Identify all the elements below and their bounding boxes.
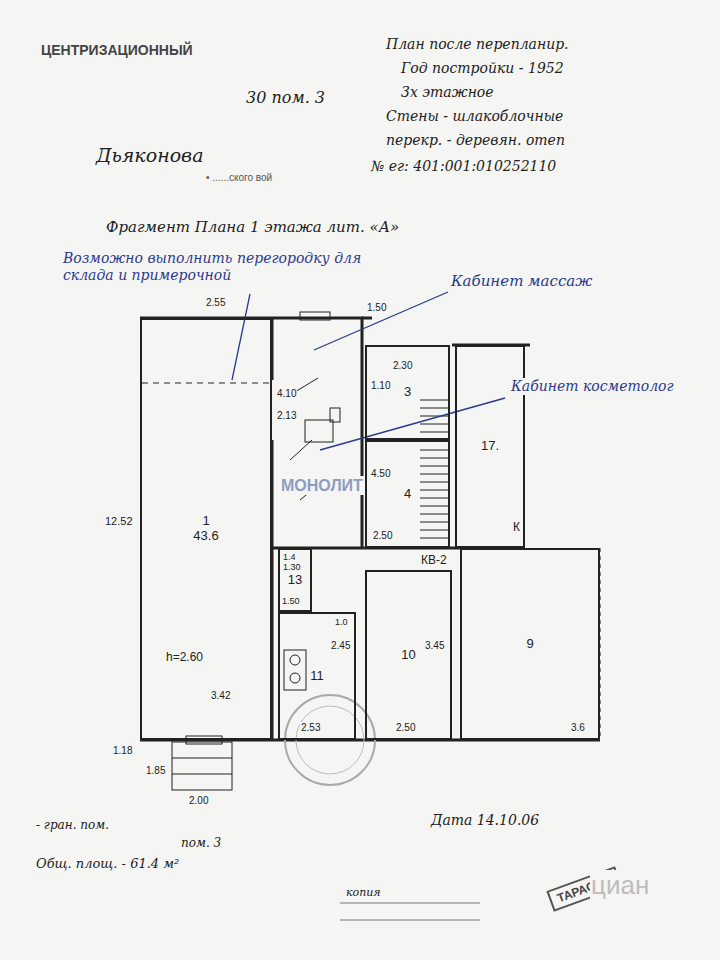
header-text: ЦЕНТРИЗАЦИОННЫЙ bbox=[40, 42, 194, 59]
dimension: 3.45 bbox=[424, 640, 445, 652]
watermark: МОНОЛИТ bbox=[280, 476, 364, 495]
note: 3х этажное bbox=[400, 84, 495, 101]
stamp bbox=[285, 695, 375, 785]
room-number: 3 bbox=[403, 385, 412, 400]
planned-partition bbox=[142, 383, 270, 384]
dimension: 2.50 bbox=[372, 530, 393, 542]
dimension: h=2.60 bbox=[165, 650, 204, 664]
leader-line bbox=[314, 292, 448, 350]
room-number: 4 bbox=[403, 487, 412, 502]
dimension: 3.42 bbox=[210, 690, 231, 702]
room: 9 bbox=[460, 548, 600, 740]
street-name: Дьяконова bbox=[95, 144, 205, 167]
annotation: Дата 14.10.06 bbox=[430, 812, 540, 829]
watermark: циан bbox=[590, 870, 650, 901]
dimension: 1.18 bbox=[112, 745, 133, 757]
dimension: 1.30 bbox=[282, 562, 302, 573]
room: 17. bbox=[455, 345, 525, 548]
dimension: К bbox=[512, 520, 521, 534]
room-number: 1 bbox=[201, 514, 210, 529]
dimension: 2.45 bbox=[330, 640, 351, 652]
dimension: 1.10 bbox=[370, 380, 391, 392]
stamp bbox=[296, 706, 364, 774]
cadastral-number: № ег: 401:001:010252110 bbox=[370, 158, 557, 175]
note: Стены - шлакоблочные bbox=[385, 108, 564, 125]
room-number: 17. bbox=[480, 439, 500, 454]
handwritten-note: Кабинет массаж bbox=[450, 272, 593, 290]
leader-lines bbox=[232, 292, 505, 450]
plan-title: Фрагмент Плана 1 этажа лит. «А» bbox=[105, 218, 400, 236]
outer-wall bbox=[140, 318, 362, 548]
dimension: КВ-2 bbox=[420, 553, 448, 567]
room-number: 11 bbox=[309, 669, 325, 684]
room-area: 43.6 bbox=[192, 529, 219, 544]
leader-line bbox=[232, 294, 250, 380]
dimension: 2.13 bbox=[276, 410, 297, 422]
room-number: 10 bbox=[400, 648, 416, 663]
note: План после перепланир. bbox=[385, 36, 570, 53]
dimension: 2.00 bbox=[188, 795, 209, 807]
burner bbox=[290, 673, 300, 683]
dimension: 2.30 bbox=[392, 360, 413, 372]
dimension: 1.85 bbox=[145, 765, 166, 777]
leader-line bbox=[320, 398, 505, 450]
room-number: 9 bbox=[525, 637, 534, 652]
dimension: 4.10 bbox=[276, 388, 297, 400]
window bbox=[300, 312, 330, 320]
handwritten-note: Возможно выполнить перегородку для склад… bbox=[62, 250, 364, 284]
annotation: Общ. площ. - 61.4 м² bbox=[35, 856, 180, 872]
stove bbox=[284, 650, 306, 690]
step-lines bbox=[172, 758, 232, 774]
room: 10 bbox=[365, 570, 452, 740]
annotation: копия bbox=[345, 886, 382, 899]
room: 143.6 bbox=[140, 318, 272, 740]
note: перекр. - деревян. отеп bbox=[385, 132, 566, 149]
dimension: 2.55 bbox=[205, 297, 226, 309]
dimension: 1.50 bbox=[366, 302, 387, 314]
dimension: 1.0 bbox=[334, 617, 349, 628]
burner bbox=[290, 655, 300, 665]
dimension: 3.6 bbox=[570, 722, 586, 734]
handwritten-note: Кабинет косметолог bbox=[510, 378, 675, 395]
signature-lines bbox=[340, 903, 480, 920]
partition-cabin bbox=[305, 420, 333, 442]
annotation: - гран. пом. bbox=[35, 818, 110, 832]
room-reference: 30 пом. 3 bbox=[245, 88, 326, 107]
dimension: 2.53 bbox=[300, 722, 321, 734]
room-number: 13 bbox=[287, 573, 303, 588]
outer-wall bbox=[362, 318, 530, 345]
note: Год постройки - 1952 bbox=[400, 60, 565, 77]
entrance-steps bbox=[172, 742, 232, 790]
room: 11 bbox=[278, 612, 356, 740]
annotation: пом. 3 bbox=[180, 836, 222, 850]
window bbox=[186, 736, 222, 744]
dimension: 4.50 bbox=[370, 468, 391, 480]
dimension: 12.52 bbox=[104, 515, 134, 528]
dimension: 1.50 bbox=[281, 596, 301, 607]
dimension: 2.50 bbox=[395, 722, 416, 734]
address-note: • ......ского вой bbox=[205, 172, 273, 184]
